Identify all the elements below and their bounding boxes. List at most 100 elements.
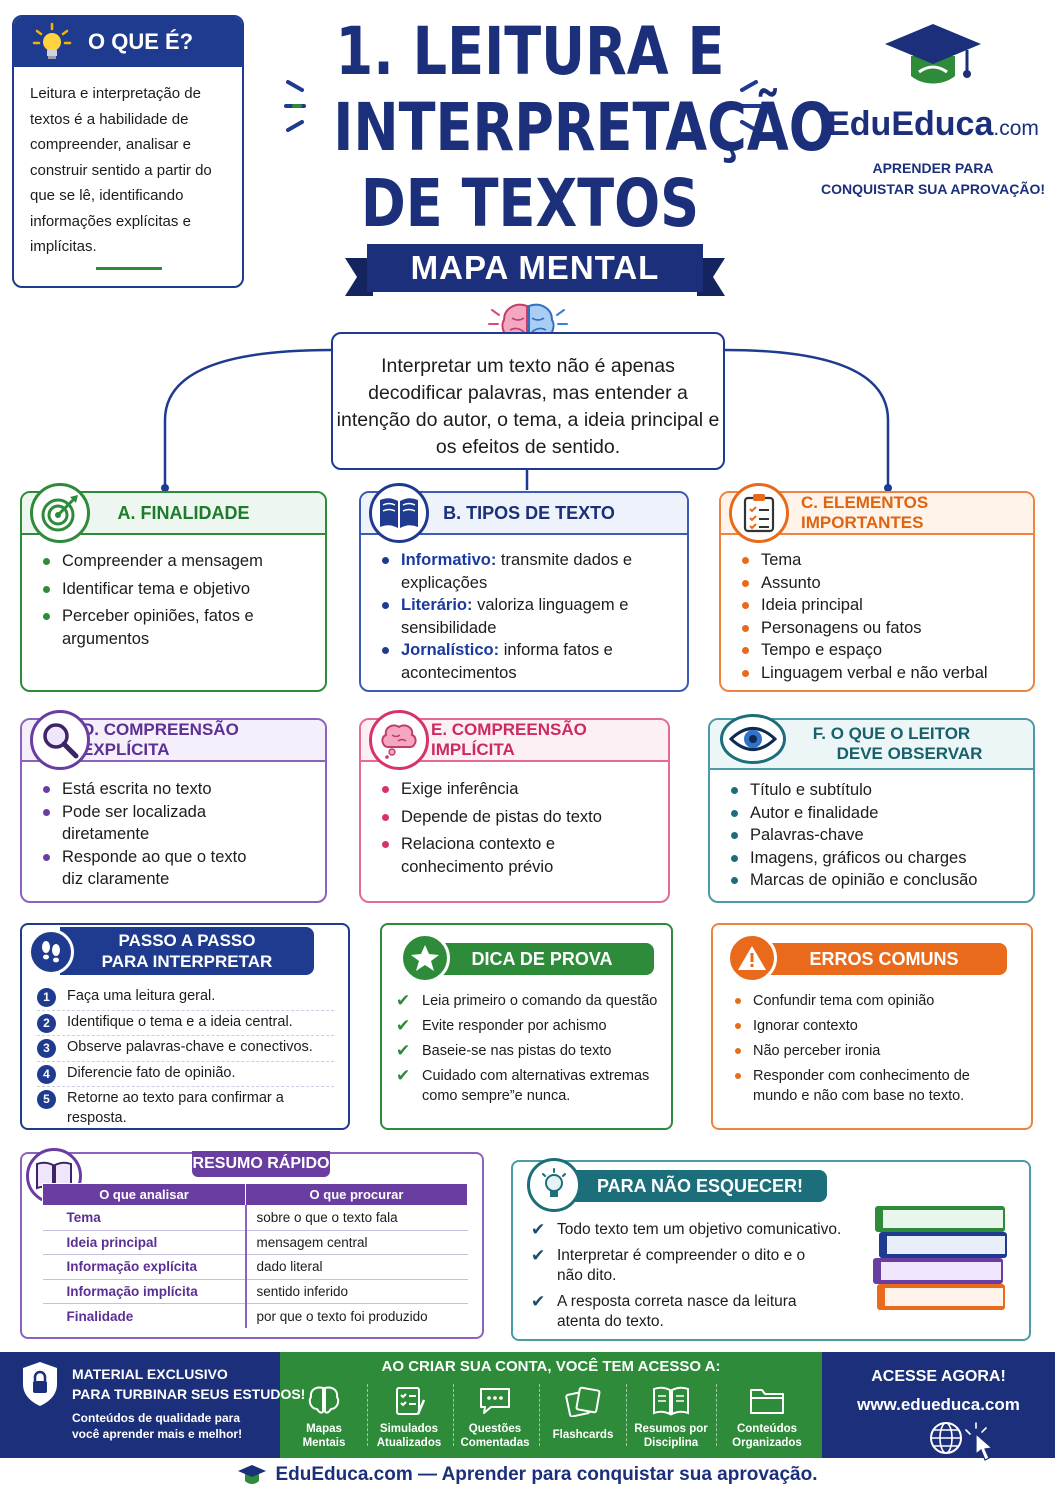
website-link[interactable]: www.edueduca.com [857, 1395, 1020, 1414]
card-tipos-de-texto: B. TIPOS DE TEXTO Informativo: transmite… [359, 483, 689, 692]
list-item: Depende de pistas do texto [379, 806, 629, 829]
what-is-header: O QUE É? [14, 17, 242, 67]
check-icon: ✔ [531, 1245, 546, 1265]
table-header: O que analisar [42, 1183, 246, 1206]
list-item: Ideia principal [739, 594, 1023, 617]
title-line-2: INTERPRETAÇÃO [333, 89, 835, 166]
checklist-icon [396, 1387, 426, 1415]
list-item: Personagens ou fatos [739, 617, 1023, 640]
lightbulb-icon [527, 1158, 581, 1212]
magnifier-icon [30, 710, 90, 770]
implicita-list: Exige inferência Depende de pistas do te… [379, 778, 629, 878]
target-icon [30, 483, 90, 543]
list-item: Perceber opiniões, fatos e argumentos [40, 605, 270, 650]
list-item: ✔Leia primeiro o comando da questão [396, 991, 658, 1010]
footer-access-panel [280, 1352, 822, 1458]
folder-icon [750, 1389, 784, 1414]
title-line-3: DE TEXTOS [360, 165, 700, 242]
star-icon [400, 933, 450, 983]
books-stack-icon [873, 1206, 1007, 1310]
list-item: Responde ao que o texto diz claramente [40, 846, 260, 891]
erros-list: Confundir tema com opinião Ignorar conte… [733, 991, 1017, 1111]
thinking-brain-icon [369, 710, 429, 770]
list-item: Ignorar contexto [733, 1016, 1017, 1036]
erros-title: ERROS COMUNS [761, 943, 1007, 975]
list-item: ✔Interpretar é compreender o dito e o nã… [531, 1245, 806, 1285]
list-item: Linguagem verbal e não verbal [739, 662, 1023, 685]
what-is-title: O QUE É? [88, 29, 194, 54]
central-concept: Interpretar um texto não é apenas decodi… [331, 332, 725, 470]
divider [96, 267, 162, 270]
resumo-title: RESUMO RÁPIDO [192, 1151, 330, 1177]
lightbulb-icon [32, 22, 72, 59]
shield-lock-icon [23, 1362, 57, 1406]
list-item: ✔A resposta correta nasce da leitura ate… [531, 1291, 797, 1331]
brain-icon [308, 1386, 340, 1414]
graduation-cap-icon [885, 24, 981, 84]
check-icon: ✔ [531, 1220, 546, 1239]
list-item: Relaciona contexto e conhecimento prévio [379, 833, 629, 878]
list-item: Título e subtítulo [728, 779, 1023, 802]
list-item: ✔Evite responder por achismo [396, 1016, 607, 1035]
eye-icon [720, 714, 786, 764]
list-item: Confundir tema com opinião [733, 991, 1017, 1011]
list-item: ✔Cuidado com alternativas extremas como … [396, 1066, 650, 1104]
access-title: AO CRIAR SUA CONTA, VOCÊ TEM ACESSO A: [381, 1358, 721, 1375]
lembrar-title: PARA NÃO ESQUECER! [573, 1170, 827, 1202]
list-item: Informativo: transmite dados e explicaçõ… [379, 549, 639, 594]
dica-de-prova-box: DICA DE PROVA ✔Leia primeiro o comando d… [380, 923, 673, 1130]
list-item: Imagens, gráficos ou charges [728, 847, 1023, 870]
dica-list: ✔Leia primeiro o comando da questão ✔Evi… [396, 991, 661, 1111]
list-item: Responder com conhecimento de mundo e nã… [733, 1066, 1017, 1106]
list-item: Não perceber ironia [733, 1041, 1017, 1061]
clipboard-checklist-icon [729, 483, 789, 543]
list-item: Pode ser localizada diretamente [40, 801, 260, 846]
check-icon: ✔ [396, 1066, 411, 1085]
check-icon: ✔ [396, 991, 411, 1010]
chat-bubble-icon [480, 1388, 510, 1414]
mindmap-connectors [161, 80, 892, 492]
lembrar-list: ✔Todo texto tem um objetivo comunicativo… [531, 1220, 861, 1338]
finalidade-list: Compreender a mensagem Identificar tema … [40, 550, 315, 650]
dica-title: DICA DE PROVA [430, 943, 654, 975]
mind-map-ribbon: MAPA MENTAL [345, 244, 725, 296]
list-item: Identificar tema e objetivo [40, 578, 315, 601]
card-elementos-importantes: C. ELEMENTOS IMPORTANTES Tema Assunto Id… [719, 483, 1035, 692]
brand-name: EduEduca.com [827, 105, 1039, 143]
page-title: 1. LEITURA E INTERPRETAÇÃO DE TEXTOS [290, 13, 835, 242]
observar-list: Título e subtítulo Autor e finalidade Pa… [728, 779, 1023, 892]
globe-cursor-icon[interactable] [926, 1420, 1010, 1466]
book-icon [26, 1148, 82, 1204]
what-is-text: Leitura e interpretação de textos é a ha… [30, 85, 212, 255]
check-icon: ✔ [531, 1291, 546, 1311]
check-icon: ✔ [396, 1041, 411, 1060]
bottom-brand: EduEduca.com [275, 1464, 413, 1485]
list-item: ✔Baseie-se nas pistas do texto [396, 1041, 612, 1060]
ribbon-label: MAPA MENTAL [367, 244, 703, 292]
explicita-list: Está escrita no texto Pode ser localizad… [40, 778, 260, 891]
elementos-list: Tema Assunto Ideia principal Personagens… [739, 549, 1023, 684]
list-item: Compreender a mensagem [40, 550, 315, 573]
list-item: Exige inferência [379, 778, 629, 801]
title-line-1: 1. LEITURA E [335, 13, 725, 90]
list-item: Tempo e espaço [739, 639, 1023, 662]
feature-flashcards[interactable]: Flashcards [540, 1380, 626, 1442]
